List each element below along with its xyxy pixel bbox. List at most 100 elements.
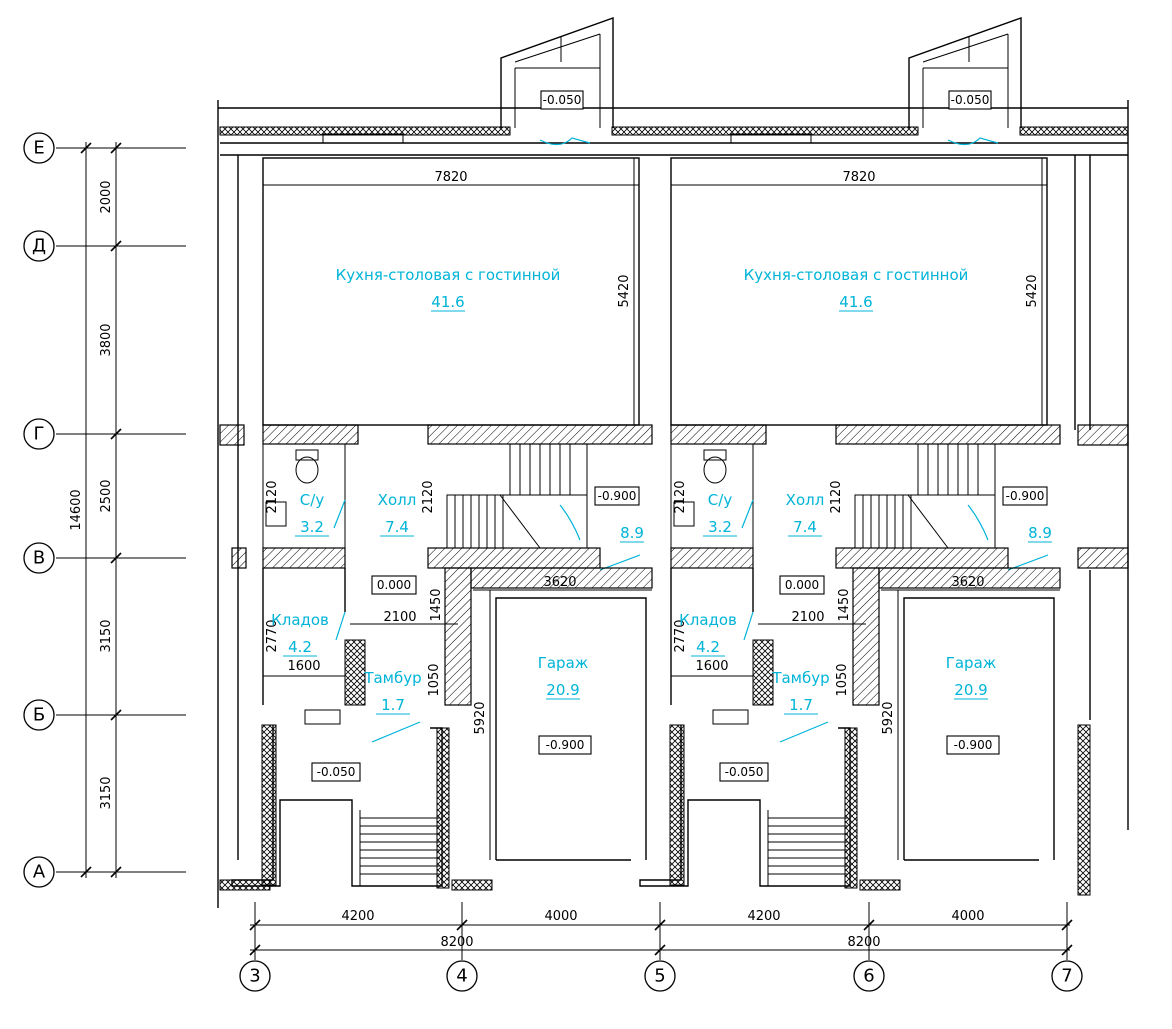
- wc-name: С/у: [708, 491, 733, 509]
- row-axis-label: Г: [34, 424, 45, 445]
- kitchen-walls: [262, 157, 640, 426]
- dim-bottom: 4200: [341, 909, 374, 924]
- stair-upper: [917, 443, 996, 496]
- garage-wall: [878, 567, 1061, 589]
- vestibule-dim: 1600: [287, 659, 320, 674]
- stair-arrow: [907, 494, 949, 549]
- partition-wall: [670, 424, 767, 445]
- level-entry-porch-box: [311, 762, 361, 782]
- storage-dim: 2770: [265, 619, 280, 652]
- wall-insulation: [451, 879, 493, 891]
- level-stair-box: [1002, 486, 1048, 506]
- toilet-tank: [703, 449, 727, 461]
- top-porch-step: [922, 33, 1009, 63]
- storage-dim: 2100: [791, 610, 824, 625]
- storage-dim: 1450: [837, 588, 852, 621]
- building-outline: [217, 100, 1129, 908]
- kitchen-width-dim: 7820: [434, 170, 467, 185]
- garage-wall: [852, 567, 880, 706]
- col-axis-bubble: 5: [644, 960, 676, 992]
- garage-walls: [495, 597, 647, 860]
- row-axis-label: А: [33, 862, 46, 883]
- stair-door: [559, 504, 581, 541]
- garage-area: 20.9: [546, 681, 579, 699]
- level-top-porch-box: [540, 90, 584, 110]
- vestibule-name: Тамбур: [363, 669, 421, 687]
- level-garage-box: [538, 735, 592, 755]
- vestibule-name: Тамбур: [771, 669, 829, 687]
- row-axis-label: Б: [33, 705, 45, 726]
- stair-upper: [509, 443, 588, 496]
- stair-area: 8.9: [620, 524, 644, 542]
- dim-bottom: 4000: [951, 909, 984, 924]
- level-stair-box: [594, 486, 640, 506]
- col-axis-bubble: 4: [446, 960, 478, 992]
- hall-dim: 2120: [421, 480, 436, 513]
- dim-segment: 3800: [99, 323, 114, 356]
- toilet-tank: [295, 449, 319, 461]
- level-entry-porch: -0.050: [725, 765, 764, 779]
- garage-walls: [903, 597, 1055, 860]
- entry-window: [712, 709, 749, 725]
- kitchen-walls: [670, 157, 1048, 426]
- wc-dim: 2120: [673, 480, 688, 513]
- top-porch-outline: [908, 17, 1022, 128]
- storage-dim: 2770: [673, 619, 688, 652]
- level-garage: -0.900: [954, 738, 993, 752]
- storage-door: [743, 611, 754, 641]
- storage-door: [335, 611, 346, 641]
- storage-dim: 2100: [383, 610, 416, 625]
- wc-area: 3.2: [708, 518, 732, 536]
- dim-total: 14600: [69, 489, 84, 530]
- dim-bottom-total: 8200: [440, 935, 473, 950]
- row-axis-label: В: [33, 548, 45, 569]
- kitchen-area: 41.6: [431, 293, 464, 311]
- top-porch-outline: [500, 17, 614, 128]
- garage-name: Гараж: [946, 654, 997, 672]
- dim-bottom: 4000: [544, 909, 577, 924]
- wall-insulation: [859, 879, 901, 891]
- dim-segment: 3150: [99, 776, 114, 809]
- vestibule-door: [371, 721, 421, 743]
- row-axis-label: Е: [33, 138, 44, 159]
- partition-wall: [427, 424, 653, 445]
- col-axis-bubble: 6: [853, 960, 885, 992]
- storage-name: Кладов: [679, 611, 737, 629]
- hall-dim: 2120: [829, 480, 844, 513]
- wc-door: [741, 499, 754, 529]
- level-garage-box: [946, 735, 1000, 755]
- kitchen-area: 41.6: [839, 293, 872, 311]
- window: [322, 133, 404, 144]
- garage-depth-dim: 5920: [881, 701, 896, 734]
- partition-wall: [427, 547, 601, 569]
- kitchen-name: Кухня-столовая с гостинной: [744, 266, 969, 284]
- vestibule-dim: 1050: [427, 663, 442, 696]
- vestibule-door: [779, 721, 829, 743]
- garage-wall: [470, 567, 653, 589]
- dim-segment: 3150: [99, 619, 114, 652]
- stair-lower: [854, 494, 996, 549]
- level-top-porch: -0.050: [951, 93, 990, 107]
- partition-wall: [835, 547, 1009, 569]
- vestibule-wall: [752, 639, 774, 706]
- dim-bottom: 4200: [747, 909, 780, 924]
- top-porch-step: [514, 33, 601, 63]
- bottom-dimension-chain: 4200 4000 4200 4000 8200 8200: [249, 902, 1073, 960]
- row-axis-bubble: Б: [23, 699, 55, 731]
- storage-name: Кладов: [271, 611, 329, 629]
- vestibule-area: 1.7: [789, 696, 813, 714]
- wc-dim: 2120: [265, 480, 280, 513]
- dim-segment: 2000: [99, 180, 114, 213]
- storage-dim: 1450: [429, 588, 444, 621]
- garage-depth-dim: 5920: [473, 701, 488, 734]
- vestibule-dim: 1050: [835, 663, 850, 696]
- toilet-bowl: [295, 456, 319, 484]
- row-axis-label: Д: [32, 236, 46, 257]
- entry-porch-insulation: [669, 724, 685, 886]
- wc-name: С/у: [300, 491, 325, 509]
- kitchen-depth-dim: 5420: [617, 274, 632, 307]
- level-hall-box: [779, 575, 825, 595]
- row-axis-bubble: Д: [23, 230, 55, 262]
